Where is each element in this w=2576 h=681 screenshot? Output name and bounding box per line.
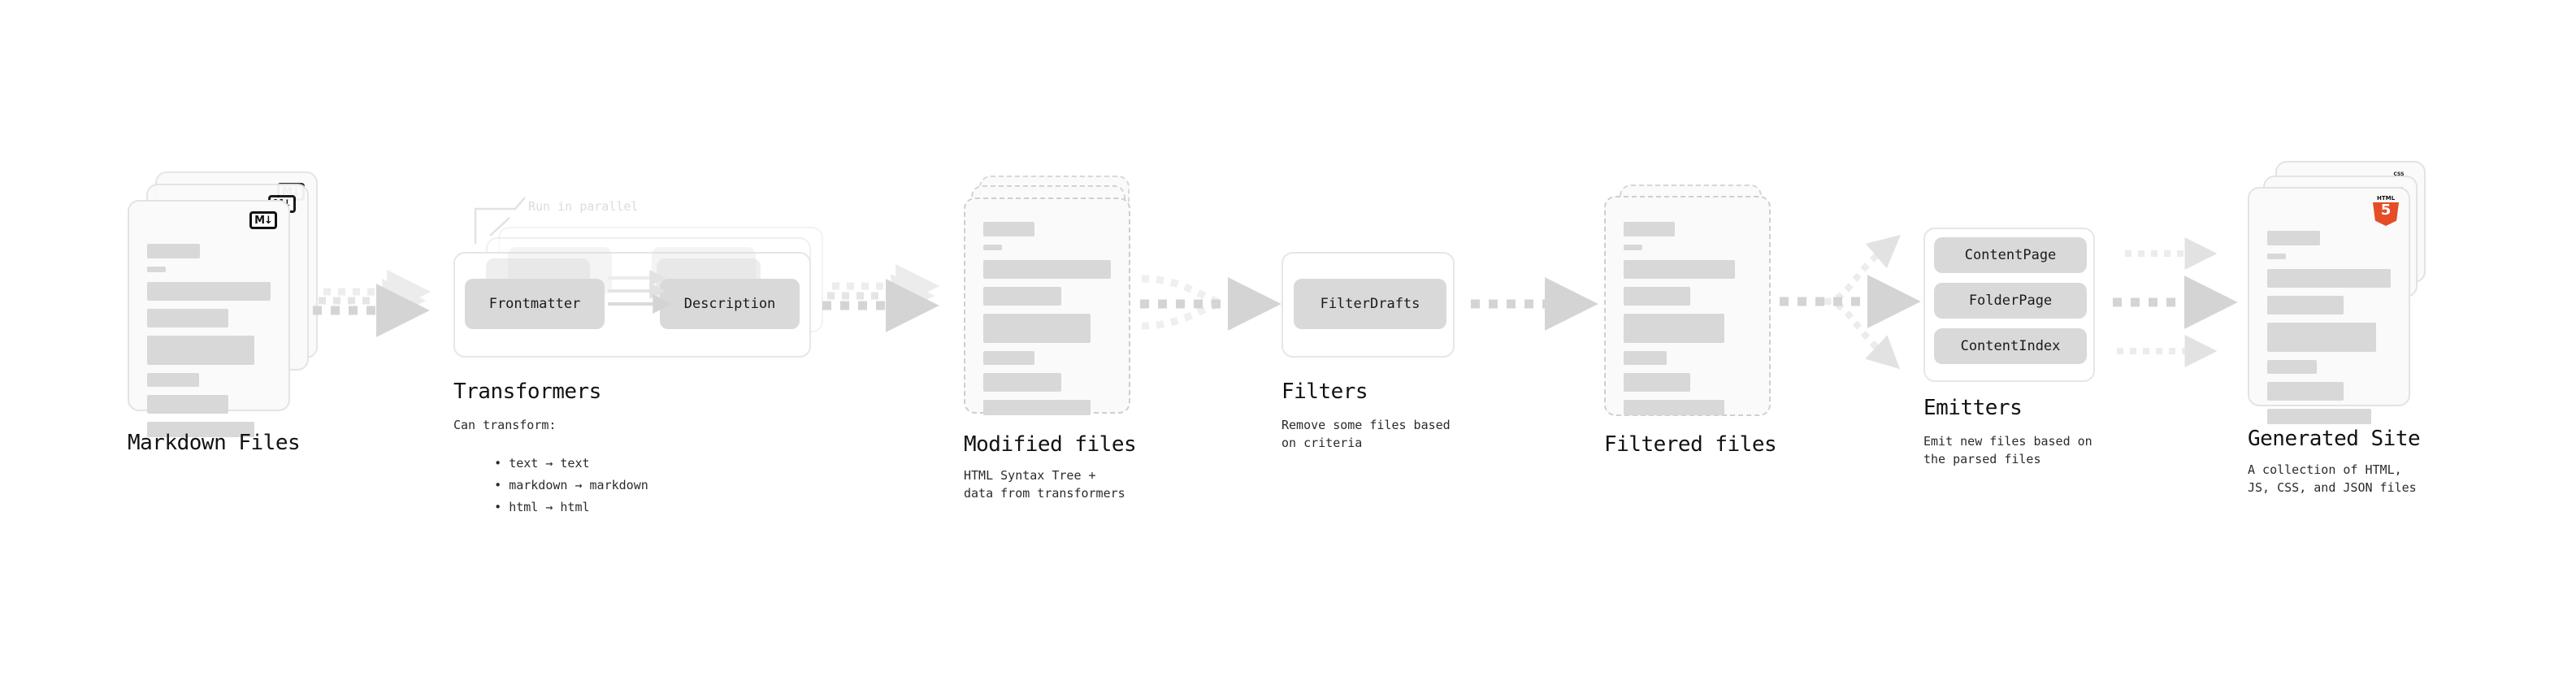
connector-emitters-to-generated xyxy=(2113,237,2238,367)
generated-site-title: Generated Site xyxy=(2248,427,2421,451)
filter-chip-filterdrafts[interactable]: FilterDrafts xyxy=(1294,279,1446,329)
generated-file-card-html[interactable]: HTML 5 xyxy=(2248,187,2410,424)
markdown-placeholder-lines xyxy=(147,244,271,445)
generated-site-subtitle: A collection of HTML, JS, CSS, and JSON … xyxy=(2248,462,2417,495)
generated-placeholder-lines xyxy=(2267,231,2391,432)
emitter-chip-contentpage[interactable]: ContentPage xyxy=(1934,237,2087,273)
html5-badge-label: HTML xyxy=(2376,195,2396,202)
html5-badge-number: 5 xyxy=(2380,202,2392,219)
filtered-placeholder-lines xyxy=(1624,222,1751,423)
transformer-chip-description[interactable]: Description xyxy=(660,279,800,329)
connector-transformers-to-modified xyxy=(822,264,940,332)
filtered-files-title: Filtered files xyxy=(1604,432,1777,457)
modified-placeholder-lines xyxy=(983,222,1111,423)
transformers-title: Transformers xyxy=(453,380,601,404)
css3-badge-label: CSS xyxy=(2393,171,2405,177)
connector-modified-to-filters xyxy=(1140,275,1281,331)
filtered-file-card-front[interactable] xyxy=(1604,196,1771,416)
transformers-subtitle-item-1: • markdown → markdown xyxy=(494,477,648,492)
transformer-chip-frontmatter[interactable]: Frontmatter xyxy=(465,279,605,329)
transformers-subtitle-item-2: • html → html xyxy=(494,499,590,514)
modified-files-title: Modified files xyxy=(964,432,1137,457)
filters-title: Filters xyxy=(1281,380,1368,404)
run-in-parallel-note: Run in parallel xyxy=(528,199,639,214)
markdown-file-card-front[interactable]: M↓ xyxy=(128,200,290,437)
html5-badge: HTML 5 xyxy=(2373,195,2399,226)
emitter-chip-contentindex[interactable]: ContentIndex xyxy=(1934,328,2087,364)
transformers-subtitle-heading: Can transform: xyxy=(453,418,557,432)
markdown-badge: M↓ xyxy=(249,211,277,229)
modified-files-subtitle: HTML Syntax Tree + data from transformer… xyxy=(964,468,1125,501)
markdown-files-title: Markdown Files xyxy=(128,431,301,455)
modified-file-card-front[interactable] xyxy=(964,197,1130,415)
filters-subtitle: Remove some files based on criteria xyxy=(1281,418,1451,450)
markdown-badge-letter: M xyxy=(254,214,265,227)
connector-markdown-to-transformers xyxy=(313,270,432,337)
emitters-title: Emitters xyxy=(1923,396,2023,420)
connector-filtered-to-emitters xyxy=(1780,234,1921,370)
emitter-chip-folderpage[interactable]: FolderPage xyxy=(1934,283,2087,319)
transformers-subtitle-item-0: • text → text xyxy=(494,455,590,471)
emitters-subtitle: Emit new files based on the parsed files xyxy=(1923,434,2092,466)
